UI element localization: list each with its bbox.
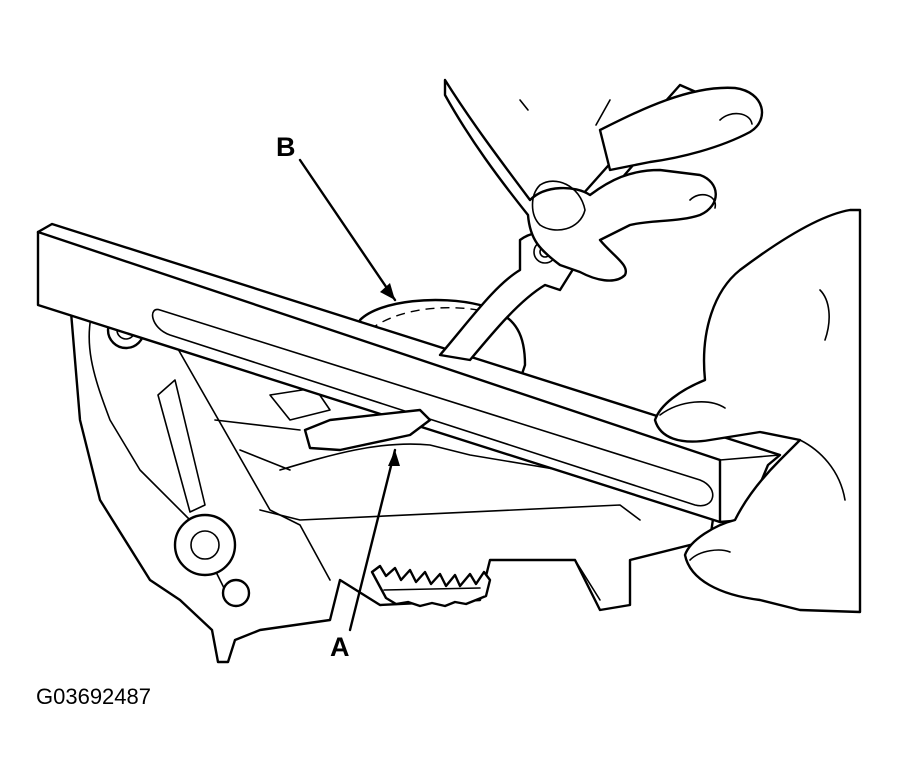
callout-label-a: A [330,632,350,662]
callout-a-arrowhead [388,450,400,466]
hand-right [653,208,862,614]
callout-label-b: B [276,132,296,162]
pump-gear [370,564,492,608]
straight-edge [36,222,782,524]
callout-a-leader [348,448,397,632]
callout-b-leader [298,158,397,302]
oil-pump-housing [68,283,722,664]
hand-upper [443,78,764,282]
callout-b-arrowhead [380,283,395,300]
figure-id: G03692487 [36,684,151,709]
